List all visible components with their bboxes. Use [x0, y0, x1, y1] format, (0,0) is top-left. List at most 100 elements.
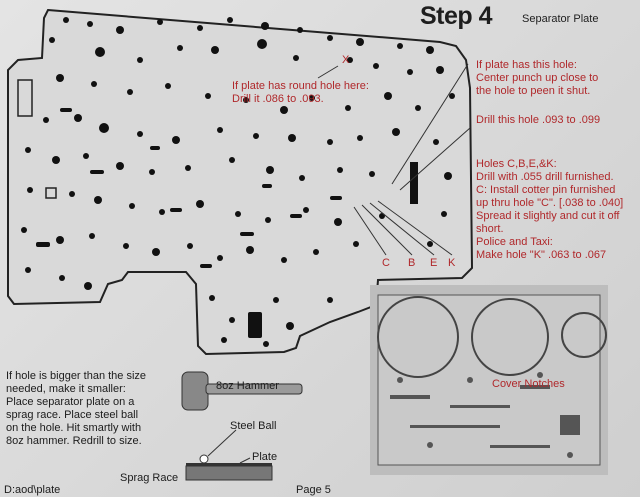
plate-hole — [43, 117, 49, 123]
plate-hole — [345, 105, 351, 111]
plate-hole — [436, 66, 444, 74]
plate-hole — [99, 123, 109, 133]
plate-hole — [217, 255, 223, 261]
plate-slot — [262, 184, 272, 188]
plate-hole — [149, 169, 155, 175]
plate-hole — [444, 172, 452, 180]
plate-hole — [426, 46, 434, 54]
plate-hole — [297, 27, 303, 33]
plate-hole — [235, 211, 241, 217]
plate-hole — [217, 127, 223, 133]
plate-slot — [17, 79, 33, 117]
plate-hole — [280, 106, 288, 114]
resize-instructions: If hole is bigger than the size needed, … — [6, 370, 147, 447]
plate-hole — [52, 156, 60, 164]
holes-note: Holes C,B,E,&K: Drill with .055 drill fu… — [476, 158, 624, 235]
hammer-label: 8oz Hammer — [216, 380, 279, 392]
plate-slot — [150, 146, 160, 150]
hammer-handle — [205, 383, 303, 395]
plate-hole — [211, 46, 219, 54]
plate-hole — [227, 17, 233, 23]
plate-label: Plate — [252, 451, 278, 463]
plate-hole — [83, 153, 89, 159]
page-number: Page 5 — [296, 484, 331, 496]
plate-hole — [313, 249, 319, 255]
plate-hole — [266, 166, 274, 174]
step-subtitle: Separator Plate — [522, 13, 599, 25]
plate-hole — [165, 83, 171, 89]
hole-letter-k: K — [448, 257, 456, 269]
plate-hole — [441, 211, 447, 217]
plate-hole — [327, 35, 333, 41]
drill-hole-note: Drill this hole .093 to .099 — [476, 114, 601, 126]
plate-hole — [59, 275, 65, 281]
round-hole-note: If plate has round hole here: Drill it .… — [232, 80, 369, 105]
file-path: D:aod\plate — [4, 484, 61, 496]
plate-hole — [116, 162, 124, 170]
plate-slot — [410, 162, 418, 204]
plate-hole — [177, 45, 183, 51]
plate-hole — [25, 147, 31, 153]
plate-hole — [157, 19, 163, 25]
step-title: Step 4 — [420, 2, 493, 30]
hammer-diagram — [181, 371, 303, 481]
plate-strip — [186, 463, 272, 466]
hole-letter-c: C — [382, 257, 390, 269]
plate-slot — [200, 264, 212, 268]
plate-hole — [286, 322, 294, 330]
plate-hole — [49, 37, 55, 43]
plate-hole — [261, 22, 269, 30]
plate-hole — [288, 134, 296, 142]
plate-hole — [89, 233, 95, 239]
plate-hole — [449, 93, 455, 99]
plate-slot — [90, 170, 104, 174]
plate-hole — [265, 217, 271, 223]
plate-hole — [327, 139, 333, 145]
plate-hole — [159, 209, 165, 215]
plate-hole — [369, 171, 375, 177]
plate-hole — [127, 89, 133, 95]
plate-slot — [290, 214, 302, 218]
plate-hole — [246, 246, 254, 254]
plate-hole — [309, 95, 315, 101]
plate-hole — [229, 317, 235, 323]
plate-hole — [205, 93, 211, 99]
plate-hole — [427, 241, 433, 247]
plate-hole — [253, 133, 259, 139]
plate-hole — [353, 241, 359, 247]
cover-notches-label: Cover Notches — [492, 378, 565, 390]
plate-hole — [433, 139, 439, 145]
plate-hole — [56, 74, 64, 82]
plate-hole — [185, 165, 191, 171]
plate-hole — [392, 128, 400, 136]
plate-hole — [187, 243, 193, 249]
round-hole-marker: X — [342, 54, 350, 66]
plate-hole — [303, 207, 309, 213]
plate-hole — [263, 341, 269, 347]
plate-slot — [240, 232, 254, 236]
plate-slot — [248, 312, 262, 338]
valve-body-photo — [370, 285, 608, 475]
plate-hole — [137, 57, 143, 63]
plate-hole — [152, 248, 160, 256]
hole-letter-b: B — [408, 257, 416, 269]
plate-hole — [356, 38, 364, 46]
plate-hole — [293, 55, 299, 61]
plate-hole — [21, 227, 27, 233]
has-hole-note: If plate has this hole: Center punch up … — [476, 59, 599, 97]
plate-hole — [281, 257, 287, 263]
plate-hole — [209, 295, 215, 301]
plate-hole — [415, 105, 421, 111]
plate-hole — [137, 131, 143, 137]
plate-hole — [91, 81, 97, 87]
plate-hole — [357, 135, 363, 141]
plate-hole — [337, 167, 343, 173]
police-taxi-note: Police and Taxi: Make hole "K" .063 to .… — [476, 236, 607, 261]
plate-hole — [87, 21, 93, 27]
plate-hole — [196, 200, 204, 208]
plate-slot — [60, 108, 72, 112]
plate-hole — [299, 175, 305, 181]
steel-ball-label: Steel Ball — [230, 420, 277, 432]
plate-hole — [69, 191, 75, 197]
plate-hole — [407, 69, 413, 75]
